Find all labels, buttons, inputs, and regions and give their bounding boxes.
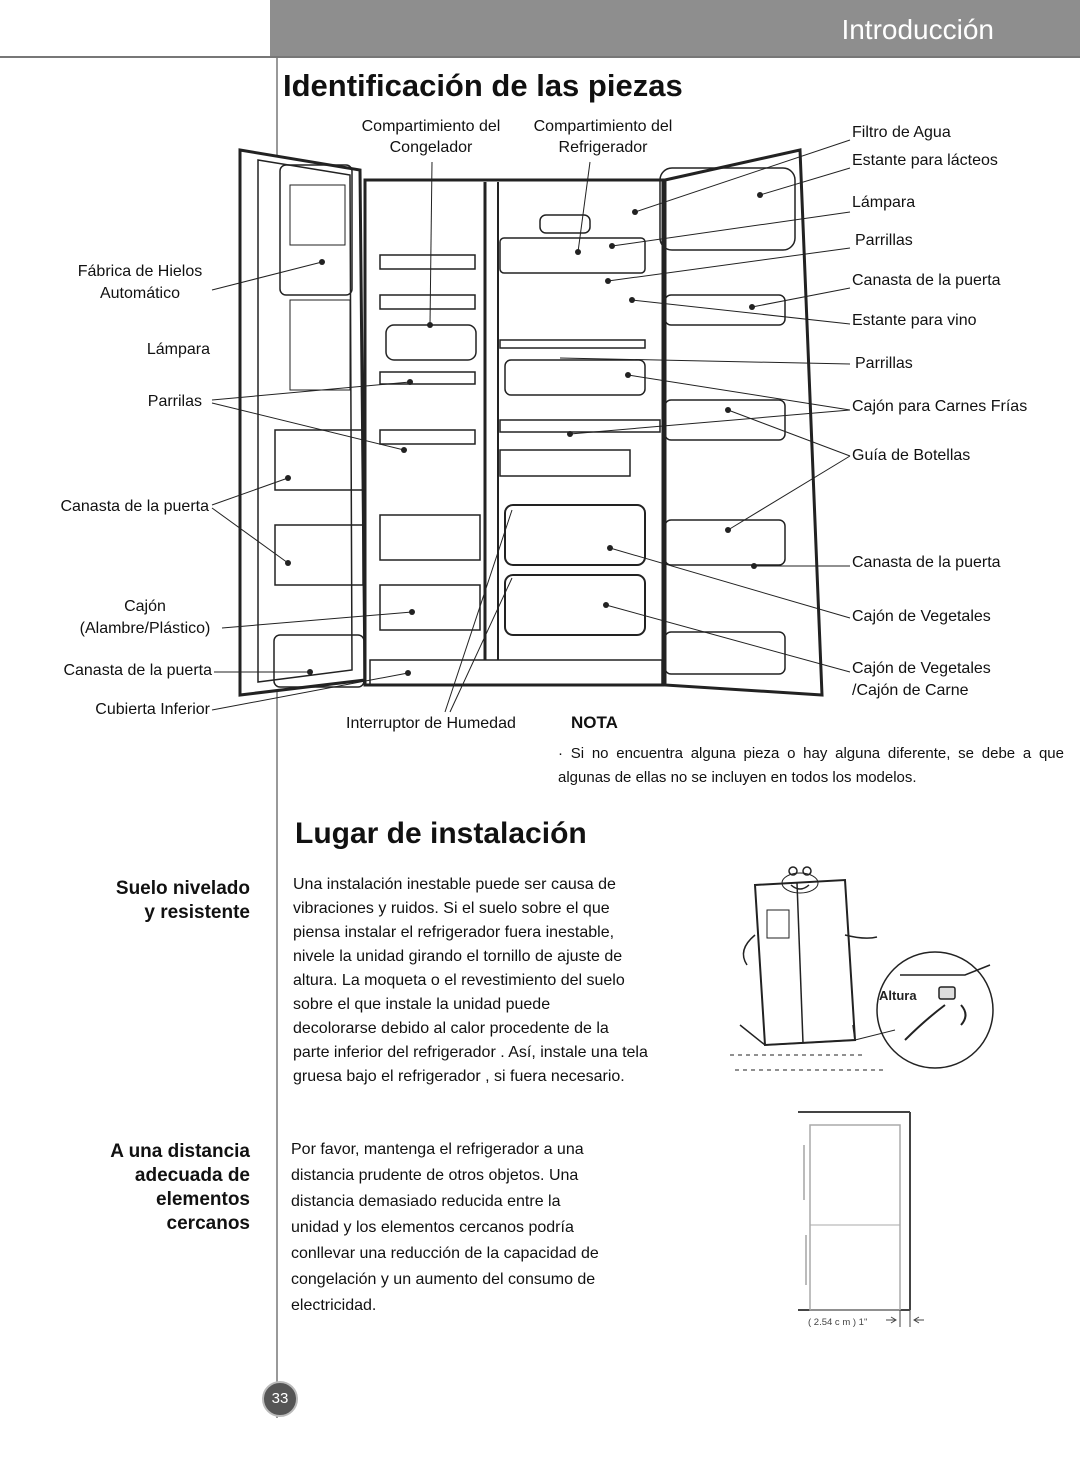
refrigerator-outline: [809, 1124, 901, 1311]
header-bar: [270, 0, 1080, 56]
text-line: electricidad.: [291, 1297, 377, 1314]
text-line: piensa instalar el refrigerador fuera in…: [293, 924, 615, 941]
header-rule: [0, 56, 1080, 58]
clearance-label: ( 2.54 c m ) 1": [808, 1317, 867, 1328]
fridge-shelf: [499, 339, 646, 349]
label-line: Refrigerador: [558, 139, 648, 156]
label-freezer-compartment: Compartimiento del Congelador: [346, 118, 516, 157]
label-wire-plastic-drawer: Cajón (Alambre/Plástico): [70, 598, 220, 638]
heading-line: y resistente: [144, 902, 250, 923]
label-humidity-switch: Interruptor de Humedad: [346, 715, 516, 732]
text-line: nivele la unidad girando el tornillo de …: [293, 948, 623, 965]
dairy-compartment: [659, 167, 796, 251]
heading-line: elementos: [156, 1189, 250, 1210]
label-door-basket-left-2: Canasta de la puerta: [63, 662, 212, 679]
label-line: Fábrica de Hielos: [77, 263, 203, 280]
vegetable-meat-drawer: [504, 574, 646, 636]
section-title: Introducción: [841, 14, 994, 45]
fridge-shelf: [499, 237, 646, 274]
text-line: gruesa bajo el refrigerador , si fuera n…: [293, 1068, 625, 1085]
note-text: · Si no encuentra alguna pieza o hay alg…: [558, 745, 1064, 786]
label-line: Compartimiento del: [361, 118, 501, 135]
label-shelves-right-1: Parrillas: [855, 232, 913, 249]
freezer-shelf: [379, 429, 476, 445]
label-line: Congelador: [389, 139, 473, 156]
cartoon-refrigerator: [753, 878, 857, 1047]
margin-divider: [276, 58, 278, 1418]
ice-maker: [279, 164, 353, 296]
label-lamp-left: Lámpara: [146, 341, 210, 358]
text-line: parte inferior del refrigerador . Así, i…: [293, 1044, 648, 1061]
distance-heading: A una distancia adecuada de elementos ce…: [110, 1140, 250, 1236]
label-lower-cover: Cubierta Inferior: [95, 701, 210, 718]
text-line: Por favor, mantenga el refrigerador a un…: [291, 1141, 584, 1158]
label-bottle-guide: Guía de Botellas: [852, 447, 971, 464]
heading-line: adecuada de: [134, 1165, 250, 1186]
text-line: conllevar una reducción de la capacidad …: [291, 1245, 599, 1262]
label-line: Cajón: [124, 598, 166, 615]
label-line: Automático: [99, 285, 181, 302]
label-vegetable-drawer: Cajón de Vegetales: [852, 608, 991, 625]
label-lamp-right: Lámpara: [852, 194, 916, 211]
label-line: (Alambre/Plástico): [79, 620, 211, 637]
label-line: Cajón de Vegetales: [852, 660, 991, 677]
freezer-wire-basket: [379, 514, 481, 561]
identification-title: Identificación de las piezas: [283, 68, 683, 103]
fridge-door: [663, 148, 824, 697]
label-line: Compartimiento del: [533, 118, 673, 135]
level-floor-heading: Suelo nivelado y resistente: [116, 877, 250, 925]
fridge-door-basket-3: [664, 519, 786, 566]
installation-title: Lugar de instalación: [295, 817, 587, 850]
text-line: unidad y los elementos cercanos podría: [291, 1219, 574, 1236]
lower-cover: [369, 659, 663, 686]
label-shelves-left: Parrilas: [147, 393, 202, 410]
freezer-shelf: [379, 371, 476, 385]
text-line: decolorarse debido al calor procedente d…: [293, 1020, 609, 1037]
text-line: altura. La moqueta o el revestimiento de…: [293, 972, 625, 989]
heading-line: cercanos: [166, 1213, 250, 1234]
text-line: congelación y un aumento del consumo de: [291, 1271, 596, 1288]
text-line: vibraciones y ruidos. Si el suelo sobre …: [293, 900, 610, 917]
page-number: 33: [262, 1381, 298, 1417]
leveling-illustration: Altura: [730, 866, 994, 1071]
label-deli-drawer: Cajón para Carnes Frías: [852, 398, 1028, 415]
heading-line: Suelo nivelado: [115, 878, 250, 899]
label-line: /Cajón de Carne: [852, 682, 969, 699]
text-line: distancia demasiado reducida entre la: [291, 1193, 561, 1210]
level-floor-text: Una instalación inestable puede ser caus…: [293, 873, 648, 1089]
label-dairy-shelf: Estante para lácteos: [852, 152, 998, 169]
label-water-filter: Filtro de Agua: [852, 124, 951, 141]
vegetable-drawer: [504, 504, 646, 566]
label-wine-rack: Estante para vino: [852, 312, 977, 329]
fridge-door-basket-2: [664, 399, 786, 441]
refrigerator-diagram: [211, 139, 851, 713]
distance-text: Por favor, mantenga el refrigerador a un…: [291, 1137, 599, 1319]
fridge-door-basket-1: [664, 294, 786, 326]
text-line: sobre el que instale la unidad puede: [293, 996, 551, 1013]
label-ice-maker: Fábrica de Hielos Automático: [40, 263, 240, 303]
clearance-illustration: ( 2.54 c m ) 1": [798, 1111, 924, 1328]
label-door-basket-left: Canasta de la puerta: [60, 498, 209, 515]
freezer-door-basket-1: [274, 429, 364, 491]
freezer-shelf: [379, 254, 476, 270]
heading-line: A una distancia: [110, 1141, 250, 1162]
freezer-shelf: [379, 294, 476, 310]
label-fridge-compartment: Compartimiento del Refrigerador: [518, 118, 688, 157]
text-line: Una instalación inestable puede ser caus…: [293, 876, 616, 893]
label-door-basket-right: Canasta de la puerta: [852, 272, 1001, 289]
zoom-circle: [876, 951, 994, 1069]
text-line: distancia prudente de otros objetos. Una: [291, 1167, 579, 1184]
freezer-door-basket-2: [274, 524, 364, 586]
note-title: NOTA: [571, 713, 618, 732]
label-door-basket-right-2: Canasta de la puerta: [852, 554, 1001, 571]
label-shelves-right-2: Parrillas: [855, 355, 913, 372]
fridge-door-basket-4: [664, 631, 786, 675]
label-veg-meat-drawer: Cajón de Vegetales /Cajón de Carne: [852, 660, 991, 700]
altura-label: Altura: [879, 988, 917, 1003]
